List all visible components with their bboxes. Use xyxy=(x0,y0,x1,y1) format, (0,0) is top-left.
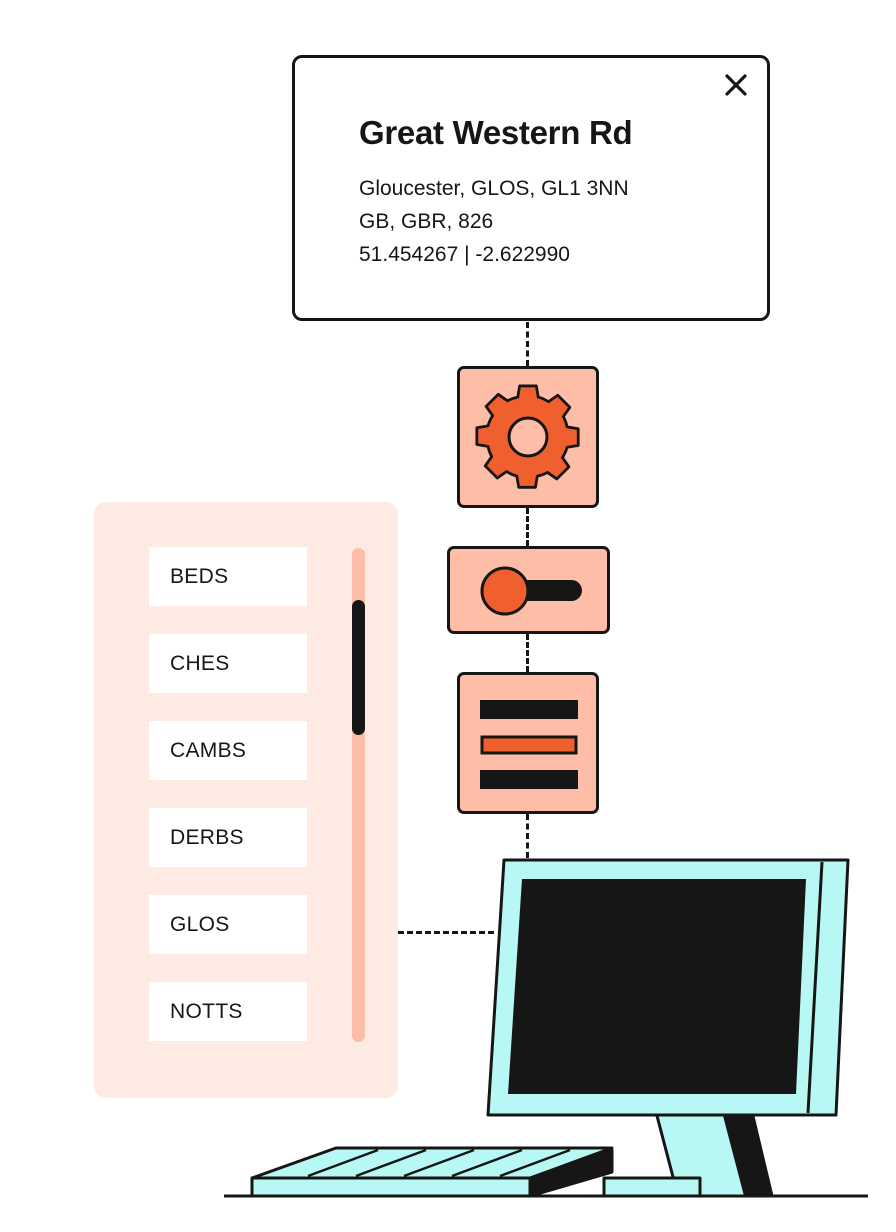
address-card: Great Western Rd Gloucester, GLOS, GL1 3… xyxy=(292,55,770,321)
list-item[interactable]: NOTTS xyxy=(149,982,307,1041)
list-box[interactable] xyxy=(457,672,599,814)
connector-line xyxy=(526,508,529,546)
connector-line xyxy=(526,814,529,858)
list-item[interactable]: CHES xyxy=(149,634,307,693)
keyboard-icon xyxy=(250,1146,702,1198)
address-coordinates: 51.454267 | -2.622990 xyxy=(359,243,570,266)
connector-line xyxy=(398,931,494,934)
list-item[interactable]: CAMBS xyxy=(149,721,307,780)
settings-box[interactable] xyxy=(457,366,599,508)
connector-line xyxy=(526,634,529,672)
scrollbar-thumb[interactable] xyxy=(352,600,365,735)
toggle-icon xyxy=(480,566,582,616)
close-icon[interactable] xyxy=(721,70,751,100)
list-item[interactable]: GLOS xyxy=(149,895,307,954)
toggle-box[interactable] xyxy=(447,546,610,634)
address-country: GB, GBR, 826 xyxy=(359,210,494,233)
list-item[interactable]: DERBS xyxy=(149,808,307,867)
monitor-icon xyxy=(486,858,850,1198)
address-locality: Gloucester, GLOS, GL1 3NN xyxy=(359,177,629,200)
county-list-panel: BEDS CHES CAMBS DERBS GLOS NOTTS xyxy=(94,502,398,1098)
gear-icon xyxy=(475,384,580,489)
list-icon xyxy=(480,700,578,789)
address-title: Great Western Rd xyxy=(359,114,633,151)
connector-line xyxy=(526,322,529,366)
list-item[interactable]: BEDS xyxy=(149,547,307,606)
